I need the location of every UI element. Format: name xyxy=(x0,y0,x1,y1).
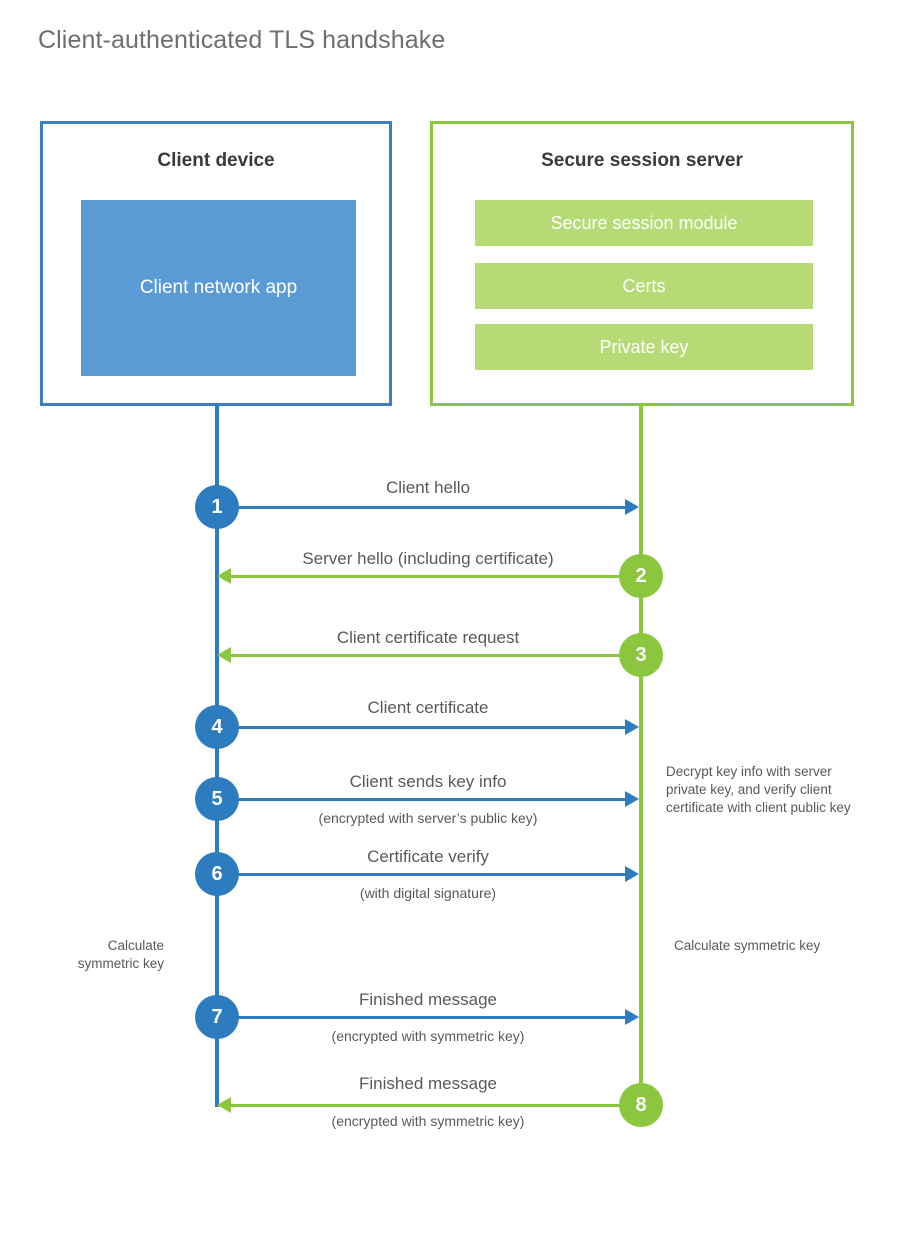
arrow-head-right-icon xyxy=(625,719,639,735)
message-label-2: Server hello (including certificate) xyxy=(302,549,554,568)
server-component-certs: Certs xyxy=(475,263,813,309)
message-label-3: Client certificate request xyxy=(336,628,520,647)
step-circle-5[interactable]: 5 xyxy=(195,777,239,821)
client-device-title: Client device xyxy=(157,150,275,171)
message-label-6: Certificate verify xyxy=(367,847,489,866)
step-circle-8[interactable]: 8 xyxy=(619,1083,663,1127)
arrow-head-right-icon xyxy=(625,791,639,807)
arrow-head-left-icon xyxy=(217,1097,231,1113)
message-label-8: Finished message xyxy=(359,1074,497,1093)
step-circle-2[interactable]: 2 xyxy=(619,554,663,598)
message-label-5: Client sends key info xyxy=(349,772,507,791)
server-component-label: Secure session module xyxy=(550,212,738,233)
message-arrow-3 xyxy=(231,654,641,657)
client-device-box: Client device Client network app xyxy=(40,121,392,406)
arrow-head-left-icon xyxy=(217,568,231,584)
message-arrow-7 xyxy=(217,1016,625,1019)
message-sublabel-8: (encrypted with symmetric key) xyxy=(331,1113,525,1129)
step-circle-3[interactable]: 3 xyxy=(619,633,663,677)
message-label-7: Finished message xyxy=(359,990,497,1009)
note-calculate-symmetric-key-client: Calculate symmetric key xyxy=(77,938,164,971)
message-sublabel-7: (encrypted with symmetric key) xyxy=(331,1028,525,1044)
page-title: Client-authenticated TLS handshake xyxy=(38,26,446,54)
message-label-1: Client hello xyxy=(385,478,471,497)
step-circle-4[interactable]: 4 xyxy=(195,705,239,749)
step-circle-7[interactable]: 7 xyxy=(195,995,239,1039)
message-arrow-8 xyxy=(231,1104,641,1107)
arrow-head-right-icon xyxy=(625,1009,639,1025)
server-component-label: Certs xyxy=(622,275,666,296)
message-arrow-4 xyxy=(217,726,625,729)
server-component-label: Private key xyxy=(599,336,689,357)
client-network-app-label: Client network app xyxy=(139,277,298,298)
message-sublabel-5: (encrypted with server’s public key) xyxy=(318,810,538,826)
secure-session-server-box: Secure session server Secure session mod… xyxy=(430,121,854,406)
arrow-head-right-icon xyxy=(625,866,639,882)
message-arrow-5 xyxy=(217,798,625,801)
server-component-secure-session-module: Secure session module xyxy=(475,200,813,246)
client-lifeline xyxy=(215,404,219,1107)
message-label-4: Client certificate xyxy=(367,698,489,717)
step-circle-1[interactable]: 1 xyxy=(195,485,239,529)
server-component-private-key: Private key xyxy=(475,324,813,370)
note-decrypt-key-info: Decrypt key info with server private key… xyxy=(666,764,851,815)
arrow-head-left-icon xyxy=(217,647,231,663)
arrow-head-right-icon xyxy=(625,499,639,515)
server-lifeline xyxy=(639,404,643,1107)
message-arrow-1 xyxy=(217,506,625,509)
message-sublabel-6: (with digital signature) xyxy=(359,885,497,901)
client-network-app-block: Client network app xyxy=(81,200,356,376)
message-arrow-6 xyxy=(217,873,625,876)
note-calculate-symmetric-key-server: Calculate symmetric key xyxy=(674,938,821,953)
step-circle-6[interactable]: 6 xyxy=(195,852,239,896)
message-arrow-2 xyxy=(231,575,641,578)
secure-session-server-title: Secure session server xyxy=(541,150,743,171)
